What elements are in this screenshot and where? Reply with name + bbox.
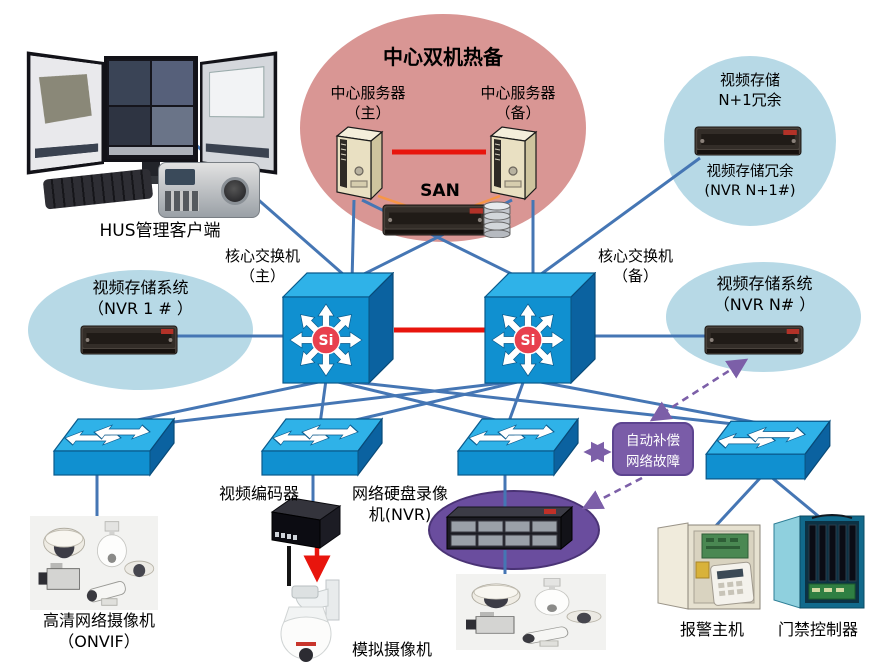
nvr1-storage-device [80, 325, 178, 355]
link-core1-sw2 [318, 379, 328, 425]
link-redundancy-core2 [532, 156, 701, 282]
analog-camera-label: 模拟摄像机 [351, 640, 432, 659]
link-core2-sw1 [105, 378, 529, 432]
link-core1-sw1 [117, 378, 329, 426]
nvr1-zone-label: 视频存储系统 （NVR 1 # ） [88, 278, 193, 318]
core-switch-backup-label: 核心交换机 （备） [597, 247, 673, 285]
core-switch-main-label: 核心交换机 （主） [224, 247, 300, 285]
ip-camera-group-small [456, 574, 606, 650]
link-server1-core1 [350, 199, 356, 283]
nvrn-zone-label: 视频存储系统 （NVR N# ） [713, 274, 816, 314]
server-main-label: 中心服务器 （主） [330, 84, 406, 122]
alarm-host-device [657, 522, 761, 610]
link-sw4-door [769, 474, 824, 522]
redundancy-title: 视频存储 N+1冗余 [718, 71, 782, 109]
access-switch-4 [700, 414, 836, 482]
link-core1-sw3 [329, 378, 513, 426]
link-core2-sw3 [506, 379, 526, 425]
dash-failover-nvrn [649, 358, 749, 422]
access-switch-1 [48, 412, 180, 478]
core-switch-backup: Si [484, 272, 596, 384]
si-badge: Si [319, 333, 334, 349]
dash-failover-nvr [581, 476, 643, 510]
link-core2-sw2 [329, 378, 527, 428]
auto-failover-box: 自动补偿 网络故障 [612, 422, 694, 476]
access-switch-2 [256, 412, 388, 478]
redundancy-device-label: 视频存储冗余 (NVR N+1#) [704, 164, 796, 199]
si-badge: Si [521, 333, 536, 349]
ip-cameras-label: 高清网络摄像机 （ONVIF） [42, 611, 155, 651]
core-switch-main: Si [282, 272, 394, 384]
nvr-label: 网络硬盘录像 机(NVR) [351, 484, 448, 524]
hot-standby-title: 中心双机热备 [383, 45, 503, 69]
monitor-left [26, 51, 104, 175]
nvrn-storage-device [704, 325, 804, 355]
redundant-storage-device [694, 126, 802, 156]
ip-camera-group [30, 516, 158, 610]
san-disk-stack [483, 201, 511, 238]
nvr-rack [446, 506, 573, 550]
server-backup-label: 中心服务器 （备） [480, 84, 556, 122]
hus-client-label: HUS管理客户端 [99, 221, 221, 241]
monitor-center [104, 56, 198, 162]
access-controller-label: 门禁控制器 [777, 620, 858, 639]
center-server-backup [490, 126, 537, 200]
link-sw4-alarm [710, 474, 764, 532]
access-controller-device [773, 514, 865, 609]
monitor-right [200, 51, 278, 175]
keyboard [42, 168, 154, 210]
center-server-main [336, 126, 383, 200]
san-label: SAN [420, 181, 460, 201]
alarm-host-label: 报警主机 [679, 620, 744, 639]
video-encoder-label: 视频编码器 [218, 484, 299, 503]
hus-client-workstation [24, 44, 278, 222]
san-storage [382, 204, 488, 236]
access-switch-3 [452, 412, 584, 478]
ptz-joystick-controller [158, 162, 260, 218]
